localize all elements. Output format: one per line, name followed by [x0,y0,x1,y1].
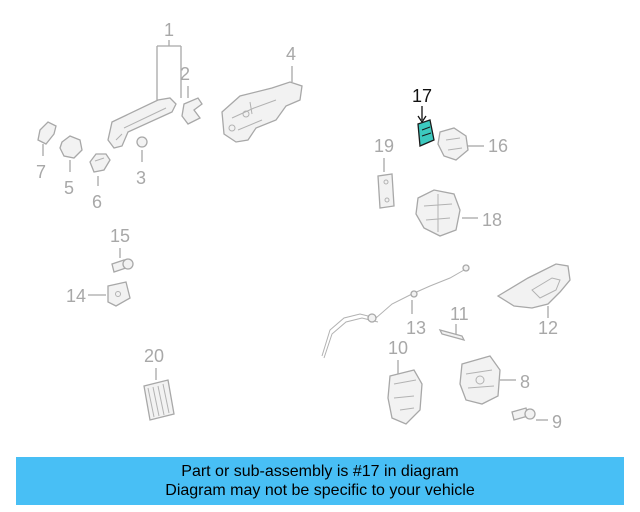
part-7-cover[interactable] [37,121,57,145]
callout-1: 1 [156,20,182,100]
callout-17: 17 [412,86,432,124]
callout-5: 5 [64,160,74,198]
svg-text:5: 5 [64,178,74,198]
callout-7: 7 [36,144,46,182]
callout-10: 10 [388,338,408,374]
part-8-latch[interactable] [459,355,501,405]
svg-text:17: 17 [412,86,432,106]
part-10-latch-bracket[interactable] [387,369,423,425]
callout-16: 16 [468,136,508,156]
part-2-bracket[interactable] [181,97,203,125]
svg-text:12: 12 [538,318,558,338]
part-14-plate[interactable] [107,281,131,307]
part-19-bar[interactable] [377,173,395,209]
callout-12: 12 [538,306,558,338]
callout-19: 19 [374,136,394,172]
svg-text:19: 19 [374,136,394,156]
part-9-screw[interactable] [511,407,536,421]
svg-text:4: 4 [286,44,296,64]
part-6-pad[interactable] [89,153,111,173]
banner-line-2: Diagram may not be specific to your vehi… [165,482,475,499]
svg-text:13: 13 [406,318,426,338]
part-12-inside-handle[interactable] [496,263,571,309]
callout-4: 4 [286,44,296,82]
svg-text:9: 9 [552,412,562,432]
callout-15: 15 [110,226,130,258]
svg-text:1: 1 [164,20,174,40]
part-5-cap[interactable] [59,135,83,159]
callout-11: 11 [450,304,469,334]
svg-text:8: 8 [520,372,530,392]
svg-text:7: 7 [36,162,46,182]
callout-13: 13 [406,300,426,338]
svg-text:18: 18 [482,210,502,230]
callout-14: 14 [66,286,106,306]
part-15-bolt[interactable] [111,258,134,273]
part-13-cable[interactable] [321,264,470,359]
info-banner: Part or sub-assembly is #17 in diagram D… [16,457,624,505]
callout-3: 3 [136,150,146,188]
part-20-grille[interactable] [143,379,175,421]
svg-text:6: 6 [92,192,102,212]
part-11-rod[interactable] [438,328,466,342]
svg-text:15: 15 [110,226,130,246]
svg-text:11: 11 [450,304,469,324]
banner-line-1: Part or sub-assembly is #17 in diagram [181,463,459,480]
svg-text:2: 2 [180,64,190,84]
callout-20: 20 [144,346,164,380]
svg-text:16: 16 [488,136,508,156]
svg-text:3: 3 [136,168,146,188]
callout-2: 2 [180,64,190,98]
callout-9: 9 [536,412,562,432]
callout-8: 8 [500,372,530,392]
callout-18: 18 [462,210,502,230]
part-17-highlighted[interactable] [417,119,435,147]
part-1-outside-handle[interactable] [107,97,177,149]
callout-6: 6 [92,176,102,212]
part-4-handle-frame[interactable] [221,81,303,143]
part-18-hinge[interactable] [415,189,461,237]
svg-text:20: 20 [144,346,164,366]
part-3-ring[interactable] [136,136,148,148]
parts-diagram: 1 2 3 4 7 5 [36,20,571,432]
svg-text:14: 14 [66,286,86,306]
svg-text:10: 10 [388,338,408,358]
part-16-hinge[interactable] [437,127,469,161]
